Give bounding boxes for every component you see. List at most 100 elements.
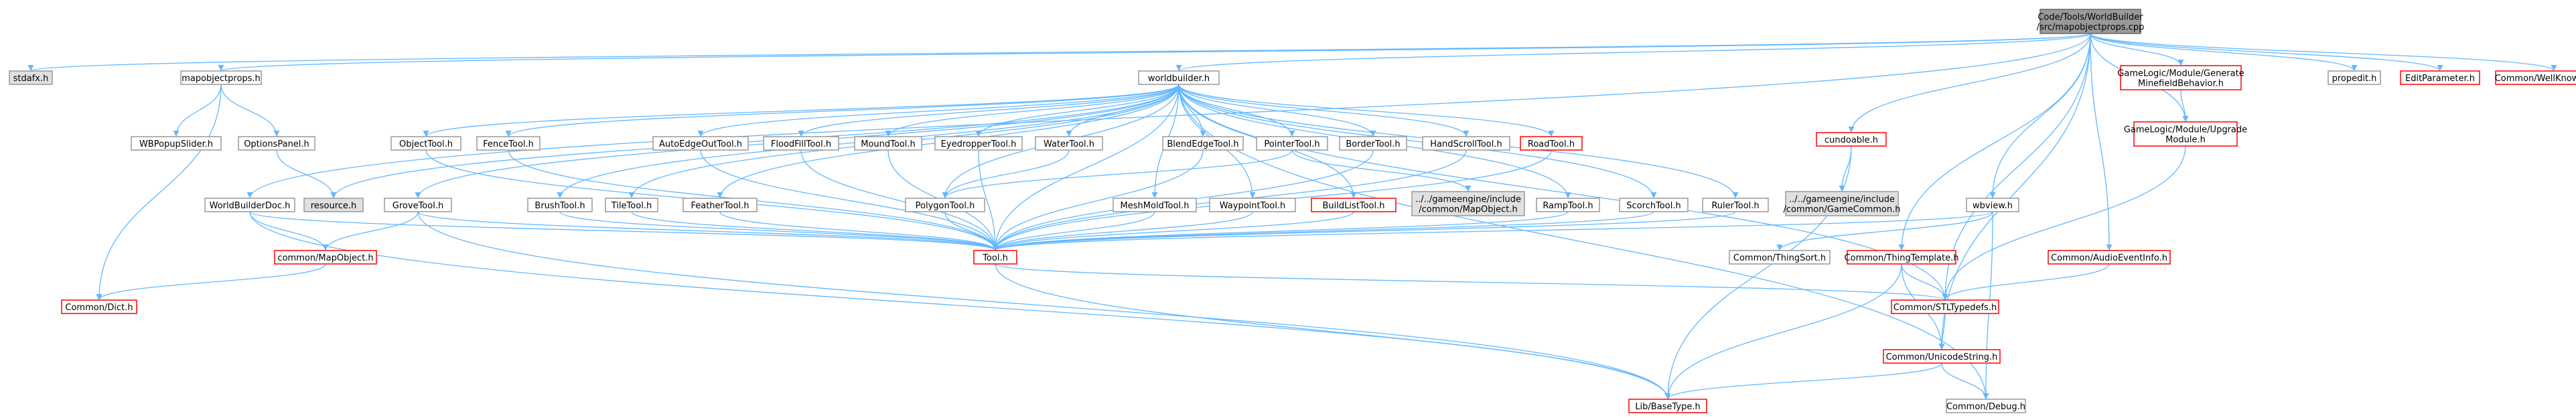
node-worldbuilderdoc-h[interactable]: WorldBuilderDoc.h (204, 198, 295, 212)
nodes-layer: Code/Tools/WorldBuilder/src/mapobjectpro… (9, 9, 2576, 413)
node-scorchtool-h[interactable]: ScorchTool.h (1619, 198, 1689, 212)
node-polygontool-h[interactable]: PolygonTool.h (905, 198, 985, 212)
node-grovetool-h[interactable]: GroveTool.h (384, 198, 452, 212)
edge-root-to-mapobjectprops (218, 33, 2091, 72)
node-objecttool-h[interactable]: ObjectTool.h (390, 136, 461, 151)
node-bordertool-h[interactable]: BorderTool.h (1339, 136, 1407, 151)
node-optionspanel-h[interactable]: OptionsPanel.h (238, 136, 315, 151)
node-wbview-h[interactable]: wbview.h (1966, 198, 2019, 212)
node-label: ../../gameengine/include (1789, 195, 1895, 205)
node-label: MeshMoldTool.h (1121, 201, 1190, 211)
node-buildlisttool-h[interactable]: BuildListTool.h (1311, 198, 1397, 212)
node-common-thingsort-h[interactable]: Common/ThingSort.h (1729, 250, 1831, 265)
node-box (1816, 132, 1887, 147)
node-box (1729, 250, 1831, 265)
edge-worldbuilderdoc-to-common_mapobject (249, 211, 329, 251)
node-waypointtool-h[interactable]: WaypointTool.h (1209, 198, 1296, 212)
edge-stltypedefs-to-unicodestring (1938, 313, 1946, 350)
node-box (1847, 250, 1956, 265)
edge-cundoable-to-basetype (1664, 145, 1852, 400)
node-label: Common/ThingTemplate.h (1845, 253, 1959, 263)
node-label: Common/UnicodeString.h (1886, 352, 1998, 362)
edge-wbview-to-tool (992, 211, 1993, 251)
node-label: /common/GameCommon.h (1783, 205, 1900, 215)
node-box (274, 250, 377, 265)
node-gamelogic-module-generate-minefieldbehavior-h[interactable]: GameLogic/Module/GenerateMinefieldBehavi… (2117, 65, 2244, 90)
node-pointertool-h[interactable]: PointerTool.h (1256, 136, 1328, 151)
node-meshmoldtool-h[interactable]: MeshMoldTool.h (1113, 198, 1197, 212)
node-ramptool-h[interactable]: RampTool.h (1536, 198, 1600, 212)
node-label: MinefieldBehavior.h (2138, 79, 2224, 89)
node-floodfilltool-h[interactable]: FloodFillTool.h (763, 136, 839, 151)
node-blendedgetool-h[interactable]: BlendEdgeTool.h (1162, 136, 1244, 151)
node-resource-h[interactable]: resource.h (303, 198, 364, 212)
node-autoedgeouttool-h[interactable]: AutoEdgeOutTool.h (652, 136, 749, 151)
node-brushtool-h[interactable]: BrushTool.h (527, 198, 593, 212)
node-rulertool-h[interactable]: RulerTool.h (1702, 198, 1769, 212)
edge-worldbuilder-to-handscrolltool (1178, 84, 1470, 137)
node-box (652, 136, 749, 151)
node-code-tools-worldbuilder-src-mapobjectprops-cpp[interactable]: Code/Tools/WorldBuilder/src/mapobjectpro… (2037, 9, 2145, 34)
node-tool-h[interactable]: Tool.h (973, 250, 1017, 265)
node-tiletool-h[interactable]: TileTool.h (605, 198, 658, 212)
edge-meshmoldtool-to-tool (992, 211, 1155, 251)
node-common-wellknownkeys-h[interactable]: Common/WellKnownKeys.h (2495, 70, 2576, 85)
node-roadtool-h[interactable]: RoadTool.h (1520, 136, 1583, 151)
edge-mapobjectprops-to-common_dict (96, 84, 222, 301)
edge-grovetool-to-basetype (417, 211, 1671, 400)
node-box (1946, 399, 2026, 413)
node-common-thingtemplate-h[interactable]: Common/ThingTemplate.h (1845, 250, 1959, 265)
node-editparameter-h[interactable]: EditParameter.h (2400, 70, 2480, 85)
node-wbpopupslider-h[interactable]: WBPopupSlider.h (131, 136, 222, 151)
edge-optionspanel-to-resource (276, 149, 337, 199)
edge-worldbuilder-to-fencetool (505, 84, 1179, 137)
node-box (1702, 198, 1769, 212)
node-feathertool-h[interactable]: FeatherTool.h (683, 198, 758, 212)
node-watertool-h[interactable]: WaterTool.h (1035, 136, 1103, 151)
edge-autoedgeouttool-to-tool (700, 149, 999, 251)
node-common-dict-h[interactable]: Common/Dict.h (61, 299, 137, 314)
edge-floodfilltool-to-tool (800, 149, 999, 251)
node-worldbuilder-h[interactable]: worldbuilder.h (1138, 70, 1220, 85)
edge-pointertool-to-ge_mapobject (1291, 149, 1472, 192)
node-gameengine-include-common-mapobject-h[interactable]: ../../gameengine/include/common/MapObjec… (1411, 191, 1525, 216)
node-label: FloodFillTool.h (771, 139, 831, 149)
node-box (390, 136, 461, 151)
node-box (1035, 136, 1103, 151)
edge-tool-to-stltypedefs (995, 263, 1948, 301)
node-fencetool-h[interactable]: FenceTool.h (476, 136, 541, 151)
node-common-audioeventinfo-h[interactable]: Common/AudioEventInfo.h (2048, 250, 2171, 265)
node-box (2048, 250, 2171, 265)
node-gameengine-include-common-gamecommon-h[interactable]: ../../gameengine/include/common/GameComm… (1783, 191, 1901, 216)
node-eyedroppertool-h[interactable]: EyedropperTool.h (934, 136, 1023, 151)
node-common-debug-h[interactable]: Common/Debug.h (1946, 399, 2026, 413)
node-label: mapobjectprops.h (182, 74, 261, 84)
edge-wbview-to-thingsort (1776, 211, 1993, 251)
node-label: PolygonTool.h (916, 201, 975, 211)
edge-worldbuilder-to-bordertool (1178, 84, 1376, 137)
node-common-unicodestring-h[interactable]: Common/UnicodeString.h (1883, 349, 2001, 364)
node-box (973, 250, 1017, 265)
node-label: /src/mapobjectprops.cpp (2037, 23, 2145, 33)
edge-root-to-cundoable (1848, 33, 2091, 133)
edge-worldbuilder-to-debug (1178, 84, 1989, 400)
node-stdafx-h[interactable]: stdafx.h (9, 70, 53, 85)
node-box (1619, 198, 1689, 212)
node-box (2040, 9, 2141, 34)
node-cundoable-h[interactable]: cundoable.h (1816, 132, 1887, 147)
node-lib-basetype-h[interactable]: Lib/BaseType.h (1628, 399, 1707, 413)
node-label: AutoEdgeOutTool.h (659, 139, 742, 149)
node-moundtool-h[interactable]: MoundTool.h (854, 136, 922, 151)
edge-worldbuilderdoc-to-tool (249, 211, 999, 251)
node-label: BlendEdgeTool.h (1167, 139, 1238, 149)
node-box (854, 136, 922, 151)
edge-grovetool-to-common_mapobject (322, 211, 419, 251)
node-common-mapobject-h[interactable]: common/MapObject.h (274, 250, 377, 265)
node-common-stltypedefs-h[interactable]: Common/STLTypedefs.h (1891, 299, 1999, 314)
node-handscrolltool-h[interactable]: HandScrollTool.h (1422, 136, 1510, 151)
node-propedit-h[interactable]: propedit.h (2328, 70, 2381, 85)
node-mapobjectprops-h[interactable]: mapobjectprops.h (180, 70, 262, 85)
edge-pointertool-to-polygontool (942, 149, 1293, 199)
